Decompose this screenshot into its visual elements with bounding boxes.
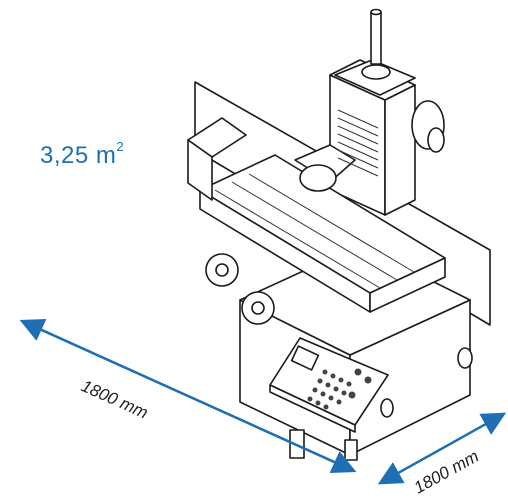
control-buttons	[307, 368, 372, 410]
length-label: 1800 mm	[78, 376, 150, 422]
wheel-hood	[299, 164, 337, 192]
control-display	[290, 345, 320, 371]
foot-right	[344, 439, 358, 461]
handwheel-cross-hub	[251, 301, 265, 315]
feed-collar	[361, 64, 391, 80]
footprint-value: 3,25	[40, 142, 89, 169]
worktable-side	[369, 257, 446, 313]
length-dimension-arrow-back	[19, 318, 353, 472]
drain-port	[380, 398, 394, 418]
footprint-exponent: 2	[116, 139, 125, 154]
access-port	[457, 347, 473, 369]
column-vents	[337, 109, 379, 177]
motor-cap	[427, 127, 445, 153]
table-slots	[214, 173, 415, 289]
control-panel-depth	[269, 384, 356, 433]
feed-cap	[370, 8, 382, 16]
splash-guard-left-front	[187, 139, 213, 201]
footprint-area-label: 3,25 m2	[40, 139, 125, 170]
footprint-unit: m	[95, 142, 117, 169]
handwheel-hub	[215, 263, 229, 277]
width-label: 1800 mm	[411, 447, 482, 498]
feed-shaft	[370, 11, 382, 65]
width-dimension-arrow-back	[377, 413, 503, 485]
column-side	[384, 84, 416, 216]
